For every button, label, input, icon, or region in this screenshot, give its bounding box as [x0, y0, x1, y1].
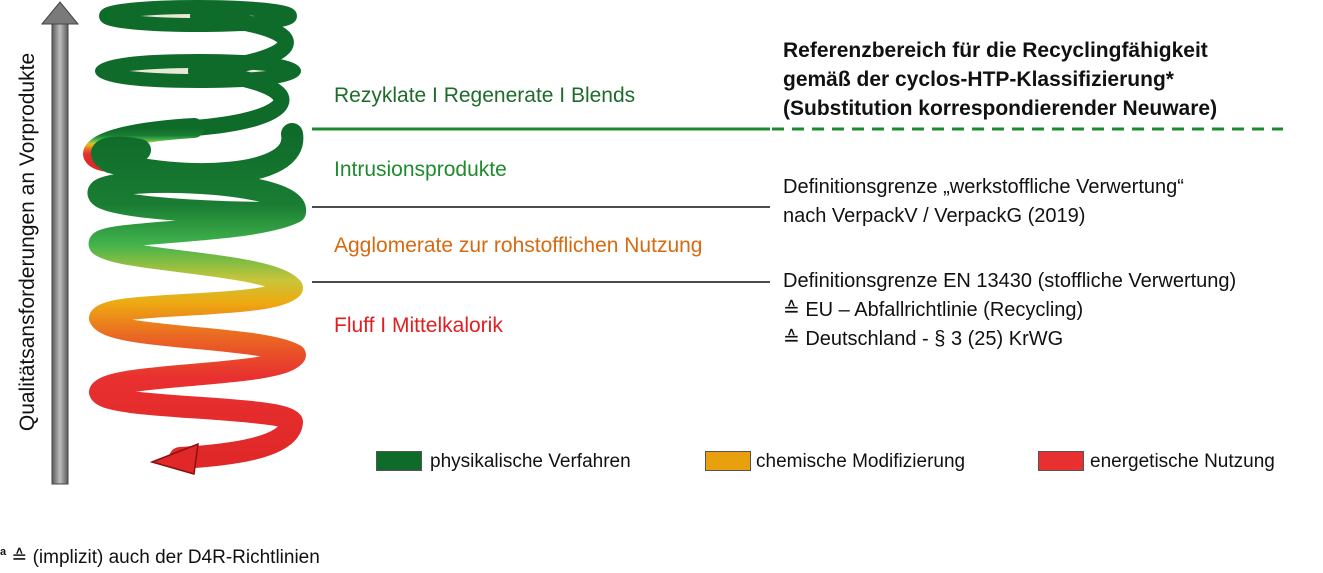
tier-label-fluff: Fluff I Mittelkalorik	[334, 314, 503, 337]
legend-label-physikalisch: physikalische Verfahren	[430, 451, 631, 472]
footnote-mark: a	[0, 546, 7, 558]
legend-swatch-chemisch	[705, 451, 751, 471]
definition-en-line-1: Definitionsgrenze EN 13430 (stoffliche V…	[783, 270, 1237, 292]
recycling-spiral	[83, 0, 306, 475]
definition-en: Definitionsgrenze EN 13430 (stoffliche V…	[783, 267, 1236, 354]
quality-axis-arrow	[40, 1, 80, 485]
definition-verpack-line-2: nach VerpackV / VerpackG (2019)	[783, 205, 1086, 227]
tier-label-agglomerate: Agglomerate zur rohstofflichen Nutzung	[334, 234, 703, 257]
definition-en-line-3: ≙ Deutschland - § 3 (25) KrWG	[783, 328, 1064, 350]
tier-label-intrusionsprodukte: Intrusionsprodukte	[334, 158, 507, 181]
footnote: a ≙ (implizit) auch der D4R-Richtlinien	[0, 546, 320, 569]
reference-title: Referenzbereich für die Recyclingfähigke…	[783, 36, 1217, 123]
definition-verpack-line-1: Definitionsgrenze „werkstoffliche Verwer…	[783, 176, 1184, 198]
definition-verpack: Definitionsgrenze „werkstoffliche Verwer…	[783, 173, 1184, 231]
quality-axis-label: Qualitätsansforderungen an Vorprodukte	[16, 52, 39, 432]
legend-swatch-energetisch	[1038, 451, 1084, 471]
definition-en-line-2: ≙ EU – Abfallrichtlinie (Recycling)	[783, 299, 1084, 321]
reference-line-1: Referenzbereich für die Recyclingfähigke…	[783, 39, 1208, 62]
boundary-lines	[312, 127, 1283, 283]
footnote-text: ≙ (implizit) auch der D4R-Richtlinien	[11, 547, 320, 568]
reference-line-2: gemäß der cyclos-HTP-Klassifizierung*	[783, 68, 1174, 91]
tier-label-rezyklate: Rezyklate I Regenerate I Blends	[334, 84, 636, 107]
reference-line-3: (Substitution korrespondierender Neuware…	[783, 97, 1218, 120]
legend-label-chemisch: chemische Modifizierung	[756, 451, 966, 472]
legend-label-energetisch: energetische Nutzung	[1090, 451, 1275, 472]
legend-swatch-physikalisch	[376, 451, 422, 471]
